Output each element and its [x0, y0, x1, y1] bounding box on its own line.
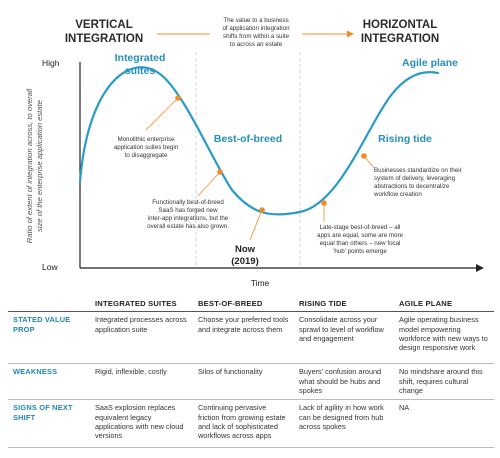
table-row: WEAKNESS Rigid, inflexible, costly Silos… — [8, 363, 494, 401]
monolithic-note-line1: Monolithic enterprise — [117, 136, 175, 143]
phase-label-best-of-breed: Best-of-breed — [214, 133, 282, 145]
table-header-corner — [8, 296, 90, 313]
functionally-note-line2: SaaS has forged new — [158, 207, 218, 214]
table-cell: Silos of functionality — [193, 363, 294, 401]
shift-arrow-head — [347, 30, 354, 38]
table-cell: SaaS explosion replaces equivalent legac… — [90, 399, 193, 449]
standardize-note-line3: abstractions to decentralize — [374, 183, 450, 190]
table-cell: Consolidate across your sprawl to level … — [294, 311, 394, 365]
monolithic-note-line3: to disaggregate — [125, 152, 168, 159]
phase-label-integrated-suites-line2: suites — [125, 65, 156, 77]
table-cell: Integrated processes across application … — [90, 311, 193, 365]
y-low-label: Low — [42, 262, 58, 272]
table-cell: Agile operating business model empowerin… — [394, 311, 494, 365]
late-stage-note-line3: equal than others – new focal — [320, 240, 401, 247]
vertical-integration-heading-line2: INTEGRATION — [65, 33, 143, 45]
table-cell: NA — [394, 399, 494, 449]
standardize-note-line2: system of delivery, leveraging — [374, 175, 456, 182]
monolithic-note-line2: application suites begin — [114, 144, 179, 151]
phase-label-integrated-suites: Integrated — [115, 52, 166, 64]
functionally-note-line3: inter-app integrations, but the — [148, 215, 229, 222]
late-stage-note-line4: 'hub' points emerge — [333, 248, 387, 255]
now-leader — [249, 209, 263, 241]
x-axis-label: Time — [251, 278, 270, 288]
y-axis-title-line1: Ratio of extent of integration across, t… — [25, 88, 34, 243]
monolithic-leader — [145, 97, 179, 131]
integration-cycle-diagram: VERTICAL INTEGRATION HORIZONTAL INTEGRAT… — [25, 15, 484, 288]
row-header-stated-value-prop: STATED VALUE PROP — [8, 311, 90, 365]
table-row: SIGNS OF NEXT SHIFT SaaS explosion repla… — [8, 399, 494, 449]
late-stage-marker — [321, 200, 327, 206]
center-note-line4: to across an estate — [230, 41, 283, 48]
table-cell: Rigid, inflexible, costly — [90, 363, 193, 401]
x-axis-arrowhead — [476, 264, 484, 272]
now-marker — [259, 207, 265, 213]
column-header-best-of-breed: BEST-OF-BREED — [193, 296, 294, 313]
table-row: STATED VALUE PROP Integrated processes a… — [8, 311, 494, 365]
now-year-label: (2019) — [231, 256, 258, 267]
late-stage-note-line1: Late-stage best-of-breed – all — [320, 224, 401, 231]
horizontal-integration-heading: HORIZONTAL — [363, 19, 438, 31]
row-header-weakness: WEAKNESS — [8, 363, 90, 401]
integration-curve — [78, 66, 440, 216]
phase-label-agile-plane: Agile plane — [402, 57, 458, 69]
standardize-marker — [361, 153, 367, 159]
table-cell: No mindshare around this shift, requires… — [394, 363, 494, 401]
standardize-note-line4: workflow creation — [373, 191, 422, 198]
standardize-note-line1: Businesses standardize on their — [374, 167, 462, 174]
vertical-integration-heading: VERTICAL — [75, 19, 133, 31]
y-high-label: High — [42, 58, 60, 68]
table-header-row: INTEGRATED SUITES BEST-OF-BREED RISING T… — [8, 296, 494, 313]
column-header-agile-plane: AGILE PLANE — [394, 296, 494, 313]
table-cell: Lack of agility in how work can be desig… — [294, 399, 394, 449]
column-header-rising-tide: RISING TIDE — [294, 296, 394, 313]
now-label: Now — [235, 244, 256, 255]
functionally-marker — [217, 169, 223, 175]
comparison-table: INTEGRATED SUITES BEST-OF-BREED RISING T… — [8, 296, 494, 449]
center-note-line2: of application integration — [222, 25, 290, 32]
column-header-integrated-suites: INTEGRATED SUITES — [90, 296, 193, 313]
table-cell: Continuing pervasive friction from growi… — [193, 399, 294, 449]
phase-label-rising-tide: Rising tide — [378, 133, 432, 145]
y-axis-title-line2: size of the enterprise application estat… — [35, 100, 44, 232]
table-cell: Buyers' confusion around what should be … — [294, 363, 394, 401]
table-cell: Choose your preferred tools and integrat… — [193, 311, 294, 365]
monolithic-marker — [175, 95, 181, 101]
functionally-note-line4: overall estate has also grown. — [147, 223, 229, 230]
center-note-line3: shifts from within a suite — [223, 33, 290, 40]
center-note-line1: The value to a business — [223, 17, 288, 24]
late-stage-note-line2: apps are equal, some are more — [317, 232, 404, 239]
row-header-signs-of-next-shift: SIGNS OF NEXT SHIFT — [8, 399, 90, 449]
horizontal-integration-heading-line2: INTEGRATION — [361, 33, 439, 45]
functionally-note-line1: Functionally best-of-breed — [152, 199, 224, 206]
functionally-leader — [197, 171, 221, 197]
